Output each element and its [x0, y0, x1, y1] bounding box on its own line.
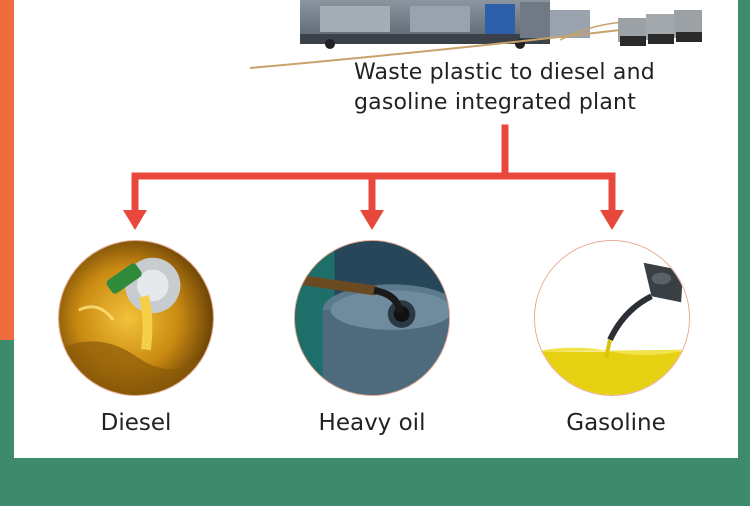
arrow-head-diesel: [123, 210, 147, 230]
caption-line-2: gasoline integrated plant: [354, 90, 637, 115]
arrow-head-heavy-oil: [360, 210, 384, 230]
diesel-label: Diesel: [100, 410, 172, 436]
heavy-oil-barrel-image: [294, 240, 450, 396]
plant-machine-image: [249, 0, 702, 69]
heavy-oil-label: Heavy oil: [318, 410, 426, 436]
arrow-head-gasoline: [600, 210, 624, 230]
gasoline-label: Gasoline: [566, 410, 666, 436]
diesel-pour-image: [58, 240, 214, 396]
caption-line-1: Waste plastic to diesel and: [354, 60, 655, 85]
orange-side-band: [0, 0, 14, 340]
plant-caption: Waste plastic to diesel and gasoline int…: [354, 58, 684, 118]
gasoline-nozzle-image: [534, 240, 690, 396]
